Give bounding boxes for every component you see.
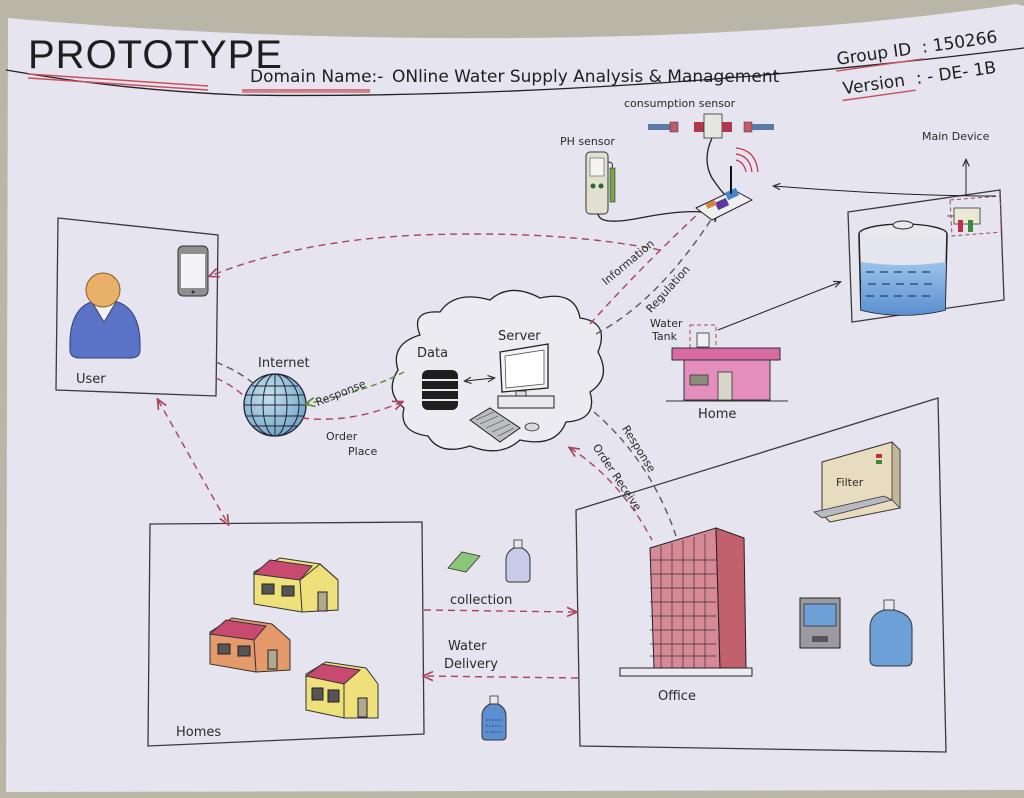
filter-icon: Filter: [813, 441, 901, 523]
server-label: Server: [498, 329, 541, 344]
water-bottle-icon-collection: [505, 539, 531, 583]
office-node: Office Filter: [575, 397, 947, 753]
consumption-sensor-icon: [648, 113, 774, 139]
ph-sensor-icon: [585, 151, 616, 215]
home-label: Home: [698, 407, 736, 422]
response-arrow-to-internet: [306, 371, 405, 404]
ph-sensor-cable: [597, 210, 705, 222]
water-bottle-icon-office: [869, 599, 913, 667]
homes-node: Homes: [147, 521, 425, 747]
money-icon: [447, 551, 481, 573]
water-bottle-icon-delivery: [481, 695, 507, 741]
office-building-icon: [619, 527, 753, 677]
microcontroller-icon: [695, 147, 759, 221]
information-arc-lower: [589, 211, 701, 325]
domain-label: Domain Name:-: [250, 67, 383, 87]
domain-value: ONline Water Supply Analysis & Managemen…: [392, 67, 780, 87]
main-device-to-controller-arrow: [774, 186, 997, 197]
smartphone-icon: [177, 245, 209, 297]
consumption-sensor-cable: [706, 137, 727, 197]
collection-label: collection: [450, 593, 512, 608]
water-delivery-label-1: Water: [448, 639, 487, 654]
consumption-sensor-label: consumption sensor: [624, 97, 736, 110]
water-delivery-label-2: Delivery: [444, 657, 498, 672]
house-icon-3: [304, 661, 379, 719]
cloud-node: Data Server: [391, 289, 605, 452]
user-internet-link-b: [215, 377, 247, 399]
order-receive-line: [570, 448, 653, 541]
globe-icon: [243, 373, 307, 437]
internet-node: Internet: [243, 356, 310, 437]
internet-label: Internet: [258, 356, 310, 371]
order-place-arrow: [301, 402, 402, 420]
user-label: User: [76, 372, 106, 387]
homes-label: Homes: [176, 725, 221, 740]
database-icon: [422, 370, 458, 410]
water-dispenser-icon: [799, 597, 841, 649]
information-arrow-to-phone: [210, 233, 661, 276]
mouse-icon: [524, 422, 540, 432]
water-delivery-arrow: [424, 676, 579, 678]
home-tank-to-main-device-arrow: [717, 282, 840, 331]
house-icon-2: [208, 617, 291, 673]
home-node: Water Tank Home: [650, 317, 788, 422]
user-internet-link-a: [215, 361, 255, 385]
order-place-label-1: Order: [326, 430, 358, 443]
user-icon: [69, 272, 141, 359]
main-device-label: Main Device: [922, 130, 990, 143]
main-device-icon: [947, 207, 981, 232]
water-tank-label-2: Tank: [651, 330, 678, 343]
data-label: Data: [417, 346, 448, 361]
ph-sensor-label: PH sensor: [560, 135, 615, 148]
page-title: PROTOTYPE: [28, 33, 283, 77]
main-device-node: Main Device: [847, 130, 1005, 323]
water-tank-label-1: Water: [650, 317, 683, 330]
data-server-arrow: [465, 378, 494, 381]
filter-label: Filter: [836, 476, 864, 489]
server-computer-icon: [497, 343, 555, 409]
office-label: Office: [658, 689, 696, 704]
keyboard-icon: [469, 407, 521, 443]
collection-arrow: [423, 610, 576, 612]
user-node: User: [55, 217, 219, 397]
regulation-arrow: [595, 212, 716, 335]
water-tank-icon: [858, 220, 948, 316]
response-office-line: [593, 411, 677, 537]
order-place-label-2: Place: [348, 445, 377, 458]
house-icon-1: [252, 557, 339, 613]
